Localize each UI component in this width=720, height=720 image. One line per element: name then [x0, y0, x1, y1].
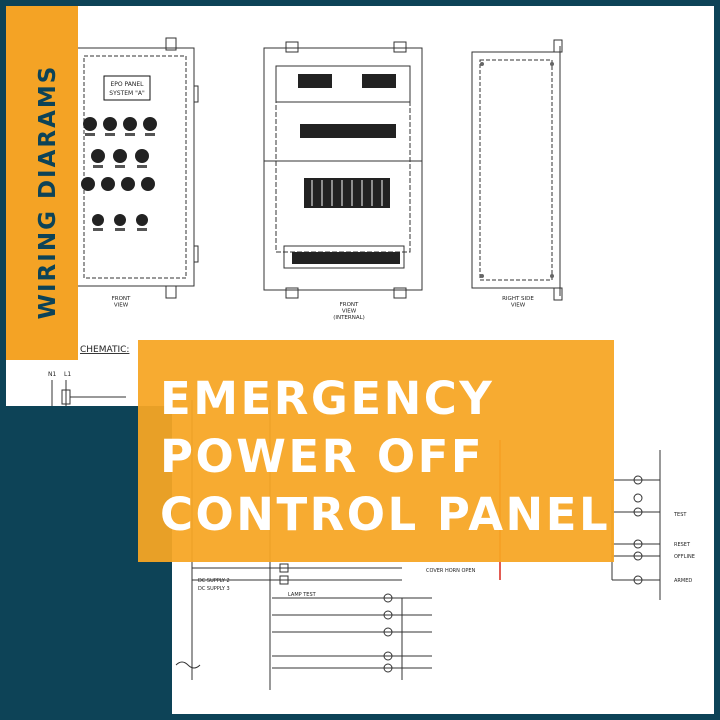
title-box: EMERGENCY POWER OFF CONTROL PANEL: [138, 340, 614, 562]
schematic-label: CHEMATIC:: [80, 345, 129, 355]
side-label-band: WIRING DIARAMS: [6, 6, 78, 360]
panel-label-line-1: EPO PANEL: [111, 81, 145, 88]
bus-label-l1: L1: [64, 371, 71, 378]
title-line-1: EMERGENCY: [160, 372, 495, 425]
status-label-offline: OFFLINE: [674, 554, 695, 560]
schematic-text-dc-supply-3: DC SUPPLY 3: [198, 586, 230, 592]
bus-label-n1: N1: [48, 371, 56, 378]
schematic-text-dc-supply-2: DC SUPPLY 2: [198, 578, 230, 584]
status-label-reset: RESET: [674, 542, 691, 548]
title-line-2: POWER OFF: [160, 430, 485, 483]
side-label: WIRING DIARAMS: [35, 64, 61, 320]
status-label-test: TEST: [673, 512, 687, 518]
panel-label-line-2: SYSTEM "A": [109, 90, 145, 97]
status-label-armed: ARMED: [674, 578, 692, 584]
title-line-3: CONTROL PANEL: [160, 488, 611, 541]
schematic-text-cover-horn-open: COVER HORN OPEN: [426, 568, 476, 574]
schematic-text-lamp-test: LAMP TEST: [288, 592, 317, 598]
